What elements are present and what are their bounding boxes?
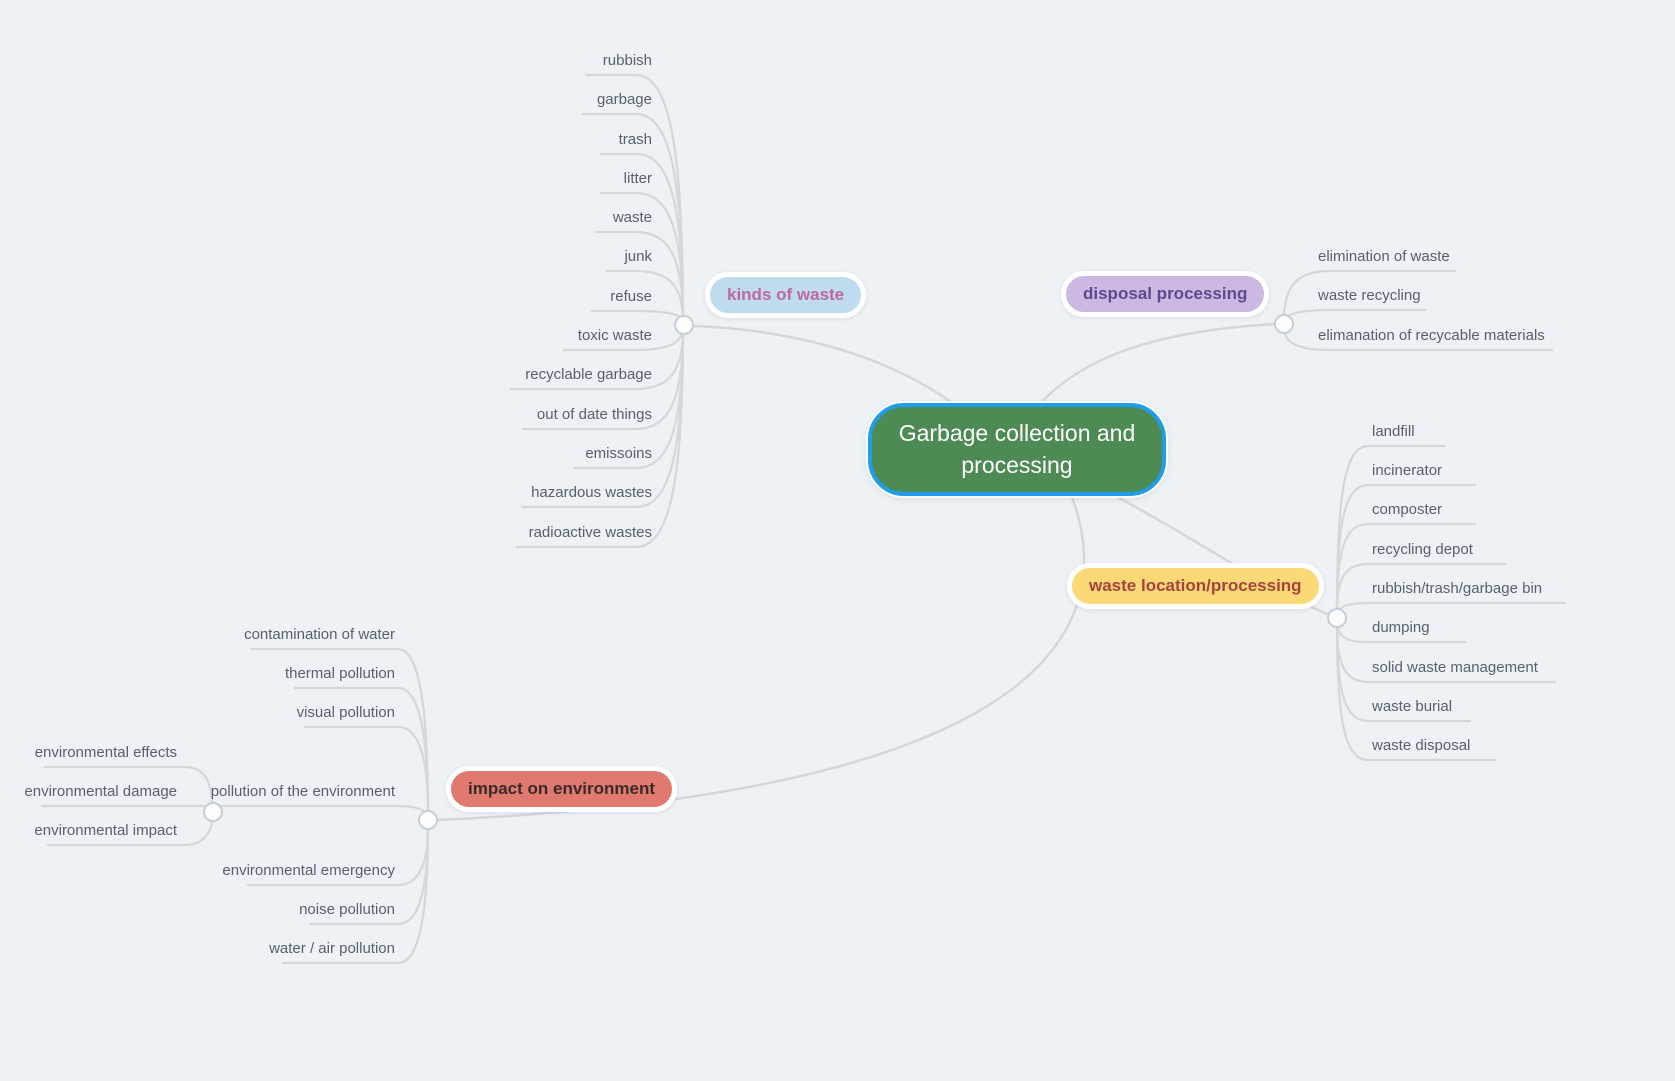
branch-kinds-of-waste-label: kinds of waste bbox=[727, 285, 845, 304]
connector-root-disposal-processing bbox=[1038, 322, 1278, 406]
leaf-recycling-depot[interactable]: recycling depot bbox=[1372, 541, 1473, 558]
leaf-environmental-emergency[interactable]: environmental emergency bbox=[222, 862, 395, 879]
branch-disposal-processing-label: disposal processing bbox=[1083, 284, 1248, 303]
connector-environmental-effects bbox=[43, 765, 214, 807]
leaf-rubbish[interactable]: rubbish bbox=[602, 52, 652, 69]
root-node-label: Garbage collection and processing bbox=[898, 420, 1136, 478]
connector-rubbish bbox=[584, 73, 685, 323]
connector-pollution-of-the-environment bbox=[217, 804, 430, 820]
leaf-waste-disposal[interactable]: waste disposal bbox=[1372, 737, 1471, 754]
leaf-out-of-date-things[interactable]: out of date things bbox=[536, 406, 652, 423]
junction-pollution-of-the-environment[interactable] bbox=[203, 802, 223, 822]
junction-impact-on-environment[interactable] bbox=[418, 810, 438, 830]
connector-rubbish-trash-garbage-bin bbox=[1335, 601, 1567, 617]
connector-visual-pollution bbox=[303, 725, 430, 815]
leaf-visual-pollution[interactable]: visual pollution bbox=[296, 704, 395, 721]
leaf-waste-burial[interactable]: waste burial bbox=[1372, 698, 1453, 715]
leaf-rubbish-trash-garbage-bin[interactable]: rubbish/trash/garbage bin bbox=[1372, 580, 1543, 597]
leaf-elimanation-of-recycable-materials[interactable]: elimanation of recycable materials bbox=[1318, 327, 1545, 344]
leaf-environmental-impact[interactable]: environmental impact bbox=[34, 822, 177, 839]
connector-root-kinds-of-waste bbox=[691, 324, 957, 407]
leaf-dumping[interactable]: dumping bbox=[1372, 619, 1430, 636]
connector-radioactive-wastes bbox=[515, 328, 685, 549]
leaf-landfill[interactable]: landfill bbox=[1372, 423, 1415, 440]
leaf-radioactive-wastes[interactable]: radioactive wastes bbox=[528, 524, 652, 541]
leaf-recyclable-garbage[interactable]: recyclable garbage bbox=[525, 366, 652, 383]
leaf-elimination-of-waste[interactable]: elimination of waste bbox=[1318, 248, 1450, 265]
leaf-hazardous-wastes[interactable]: hazardous wastes bbox=[531, 484, 652, 501]
leaf-contamination-of-water[interactable]: contamination of water bbox=[244, 626, 395, 643]
junction-disposal-processing[interactable] bbox=[1274, 314, 1294, 334]
leaf-composter[interactable]: composter bbox=[1372, 501, 1443, 518]
leaf-solid-waste-management[interactable]: solid waste management bbox=[1372, 659, 1538, 676]
connector-water-air-pollution bbox=[281, 825, 430, 965]
connector-environmental-impact bbox=[46, 817, 214, 847]
branch-disposal-processing[interactable]: disposal processing bbox=[1061, 271, 1270, 317]
connector-refuse bbox=[590, 309, 685, 324]
leaf-pollution-of-the-environment[interactable]: pollution of the environment bbox=[210, 783, 395, 800]
branch-impact-on-environment-label: impact on environment bbox=[468, 779, 656, 798]
connector-junk bbox=[605, 269, 685, 322]
leaf-environmental-effects[interactable]: environmental effects bbox=[34, 744, 177, 761]
junction-waste-location-processing[interactable] bbox=[1327, 608, 1347, 628]
leaf-garbage[interactable]: garbage bbox=[596, 91, 652, 108]
leaf-thermal-pollution[interactable]: thermal pollution bbox=[284, 665, 395, 682]
root-node[interactable]: Garbage collection and processing bbox=[868, 403, 1166, 496]
leaf-trash[interactable]: trash bbox=[618, 131, 652, 148]
connector-waste-disposal bbox=[1335, 623, 1497, 762]
leaf-noise-pollution[interactable]: noise pollution bbox=[299, 901, 395, 918]
leaf-toxic-waste[interactable]: toxic waste bbox=[577, 327, 652, 344]
leaf-junk[interactable]: junk bbox=[624, 248, 652, 265]
connector-waste-recycling bbox=[1282, 308, 1427, 324]
branch-kinds-of-waste[interactable]: kinds of waste bbox=[705, 272, 867, 318]
branch-waste-location-processing[interactable]: waste location/processing bbox=[1067, 563, 1324, 609]
leaf-refuse[interactable]: refuse bbox=[610, 288, 652, 305]
branch-waste-location-processing-label: waste location/processing bbox=[1089, 576, 1302, 595]
connector-recycling-depot bbox=[1335, 562, 1507, 614]
leaf-waste[interactable]: waste bbox=[612, 209, 652, 226]
leaf-environmental-damage[interactable]: environmental damage bbox=[24, 783, 177, 800]
leaf-waste-recycling[interactable]: waste recycling bbox=[1318, 287, 1421, 304]
branch-impact-on-environment[interactable]: impact on environment bbox=[446, 766, 678, 812]
leaf-water-air-pollution[interactable]: water / air pollution bbox=[269, 940, 395, 957]
leaf-litter[interactable]: litter bbox=[623, 170, 652, 187]
leaf-incinerator[interactable]: incinerator bbox=[1372, 462, 1443, 479]
connector-waste bbox=[595, 230, 685, 322]
connector-elimination-of-waste bbox=[1282, 269, 1457, 322]
junction-kinds-of-waste[interactable] bbox=[674, 315, 694, 335]
leaf-emissoins[interactable]: emissoins bbox=[585, 445, 652, 462]
